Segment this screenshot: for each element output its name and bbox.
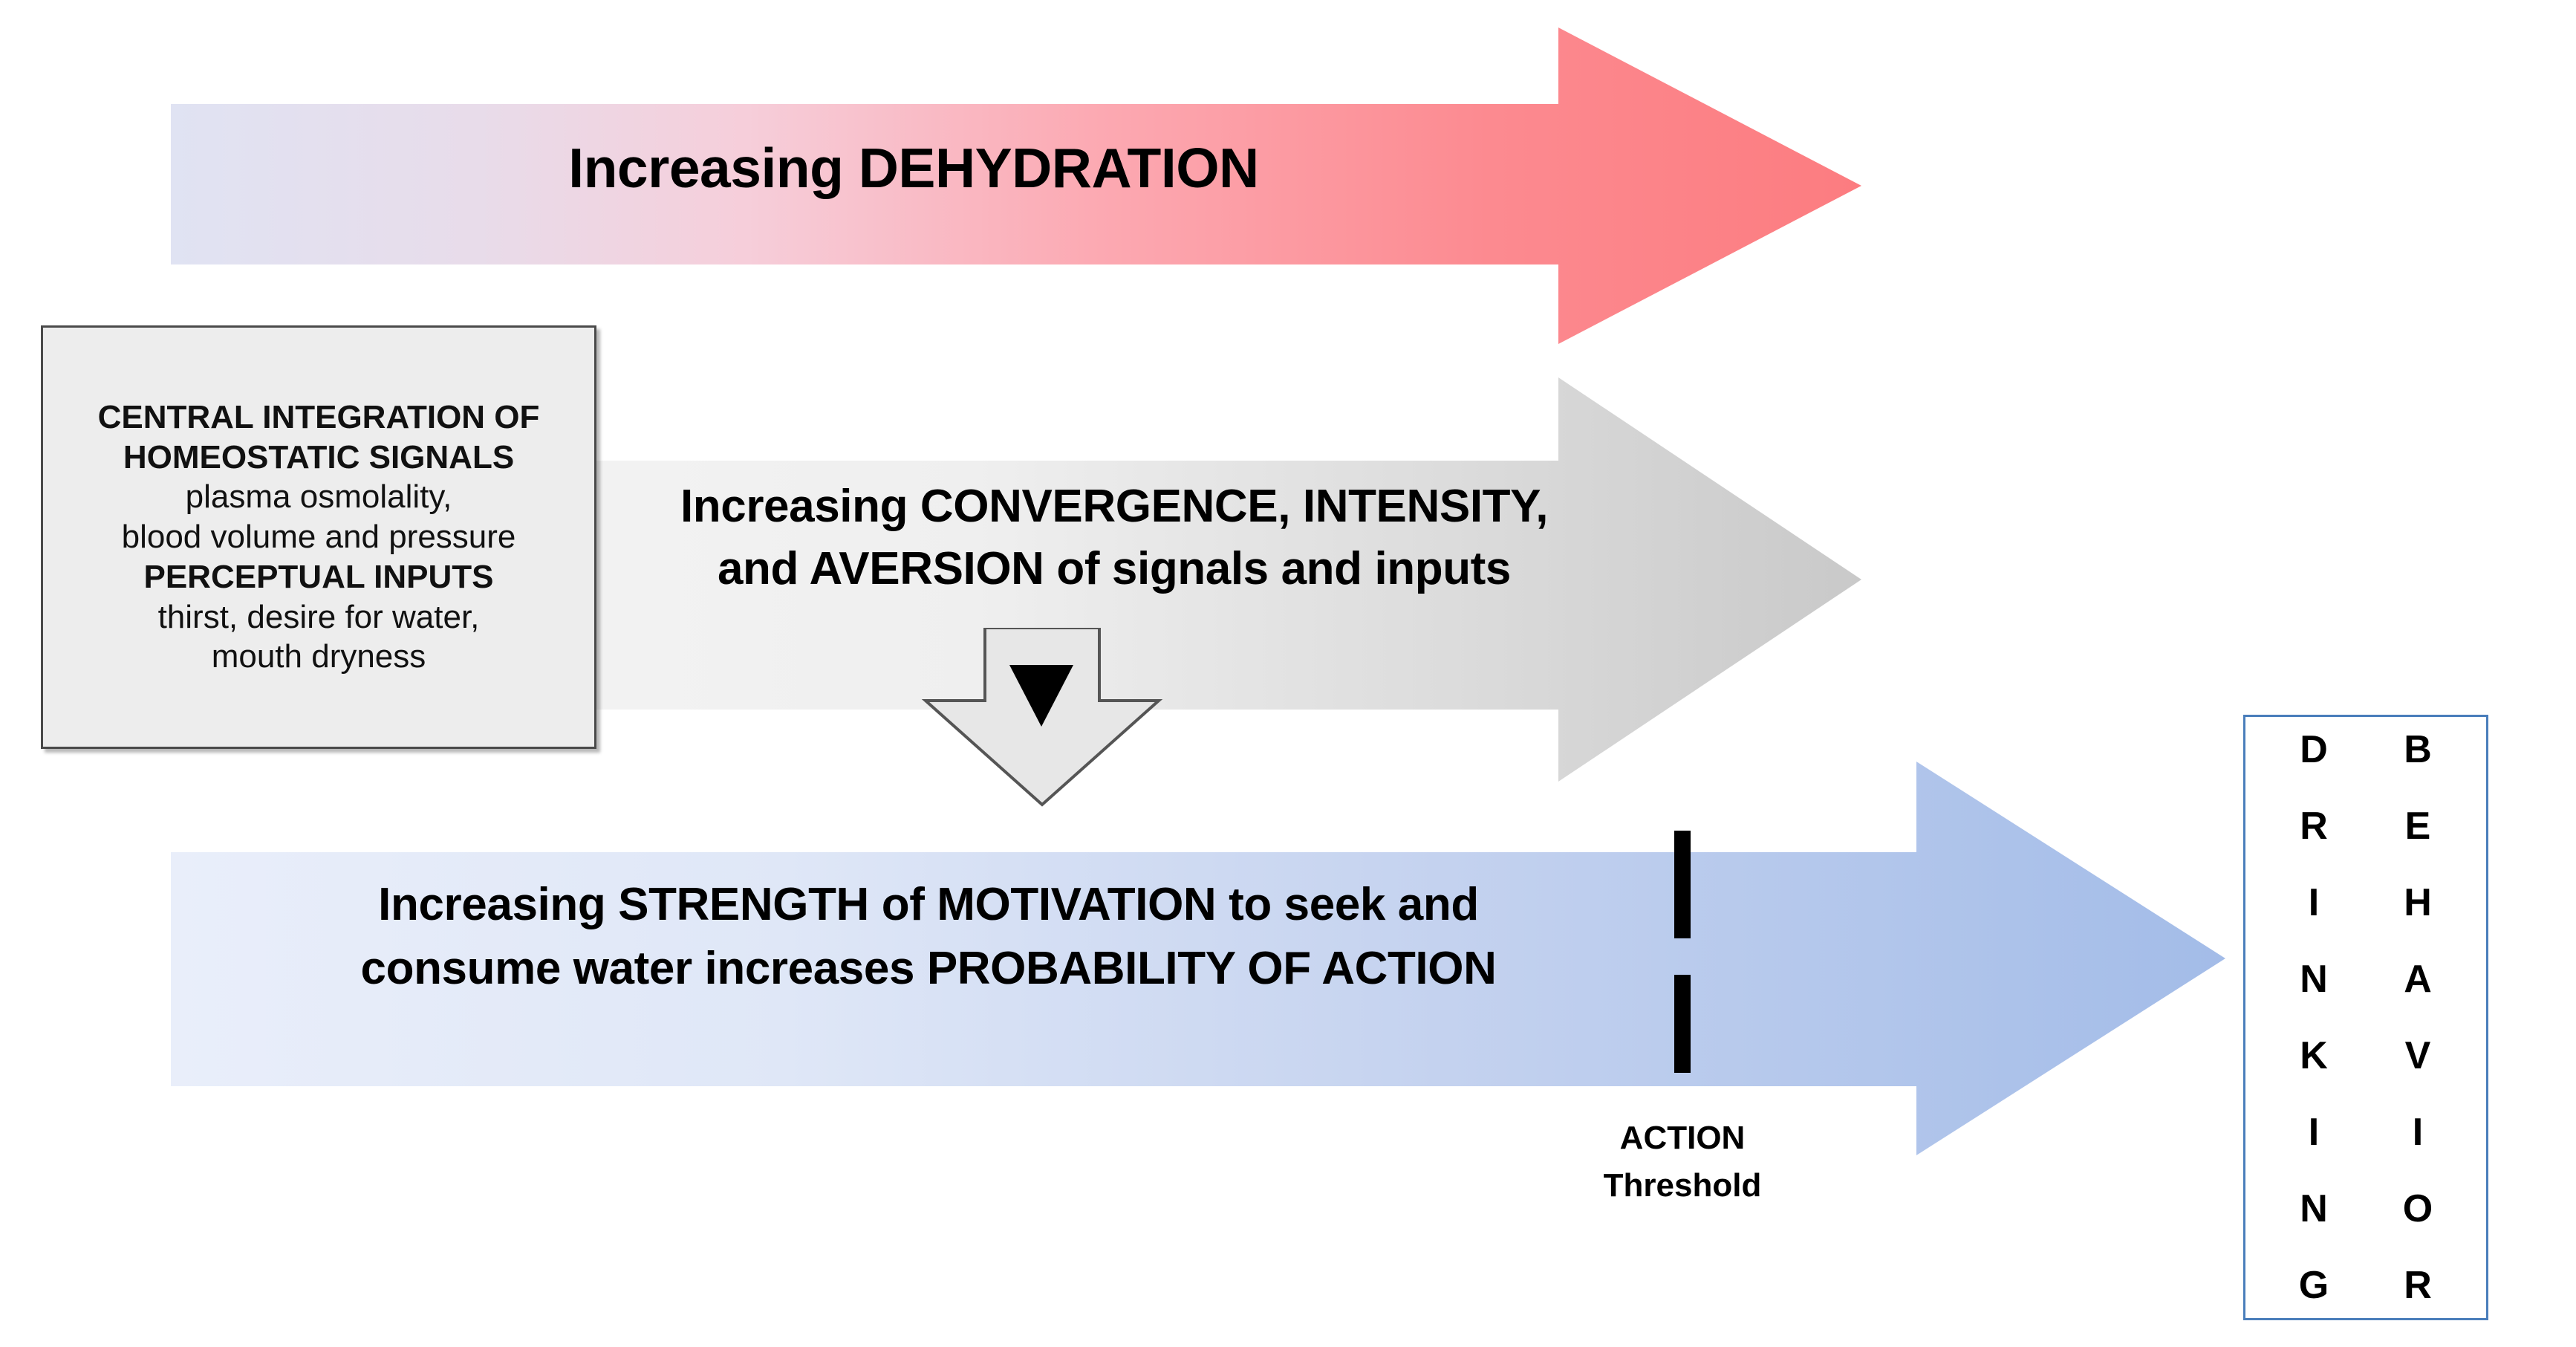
convergence-label-line1: Increasing CONVERGENCE, INTENSITY, bbox=[680, 481, 1549, 532]
homeostatic-line-5: PERCEPTUAL INPUTS bbox=[143, 558, 494, 595]
dehydration-arrow-label: Increasing DEHYDRATION bbox=[568, 137, 1259, 199]
motivation-label-line2: consume water increases PROBABILITY OF A… bbox=[360, 942, 1497, 994]
behavior-word-vertical: B E H A V I O R bbox=[2403, 730, 2433, 1305]
homeostatic-line-4: blood volume and pressure bbox=[121, 519, 516, 556]
action-threshold-tick-lower bbox=[1674, 975, 1691, 1073]
convergence-arrow-label: Increasing CONVERGENCE, INTENSITY, and A… bbox=[631, 475, 1597, 600]
down-arrow-inner-triangle bbox=[1009, 665, 1073, 727]
action-threshold-tick-upper bbox=[1674, 831, 1691, 938]
drinking-letter-3: N bbox=[2300, 958, 2328, 1001]
action-threshold-line1: ACTION bbox=[1619, 1120, 1746, 1156]
behavior-letter-1: E bbox=[2404, 805, 2431, 848]
behavior-letter-5: I bbox=[2412, 1111, 2424, 1154]
drinking-behavior-box: D R I N K I N G B E H A V I O R bbox=[2243, 715, 2488, 1320]
drinking-letter-1: R bbox=[2300, 805, 2328, 848]
action-threshold-line2: Threshold bbox=[1603, 1166, 1762, 1204]
homeostatic-line-7: mouth dryness bbox=[211, 638, 426, 675]
behavior-letter-2: H bbox=[2404, 881, 2432, 924]
drinking-letter-7: G bbox=[2298, 1264, 2329, 1307]
dehydration-arrow-shape bbox=[171, 27, 1861, 344]
behavior-letter-0: B bbox=[2404, 728, 2432, 771]
drinking-word-vertical: D R I N K I N G bbox=[2299, 730, 2329, 1305]
convergence-arrow-shape bbox=[386, 377, 1861, 782]
homeostatic-line-3: plasma osmolality, bbox=[185, 478, 452, 516]
homeostatic-signals-box: CENTRAL INTEGRATION OF HOMEOSTATIC SIGNA… bbox=[41, 325, 596, 749]
convergence-label-line2: and AVERSION of signals and inputs bbox=[717, 542, 1512, 594]
behavior-letter-3: A bbox=[2404, 958, 2432, 1001]
drinking-letter-6: N bbox=[2300, 1187, 2328, 1230]
drinking-letter-2: I bbox=[2308, 881, 2320, 924]
behavior-letter-7: R bbox=[2404, 1264, 2432, 1307]
behavior-letter-6: O bbox=[2402, 1187, 2433, 1230]
drinking-letter-5: I bbox=[2308, 1111, 2320, 1154]
motivation-arrow-shape bbox=[171, 762, 2225, 1155]
motivation-label-line1: Increasing STRENGTH of MOTIVATION to see… bbox=[378, 879, 1479, 930]
dehydration-arrow bbox=[0, 0, 2576, 386]
motivation-arrow bbox=[0, 743, 2576, 1189]
drinking-letter-0: D bbox=[2300, 728, 2328, 771]
convergence-arrow bbox=[0, 357, 2576, 817]
down-arrow bbox=[914, 628, 1181, 866]
homeostatic-line-6: thirst, desire for water, bbox=[157, 598, 480, 635]
homeostatic-line-2: HOMEOSTATIC SIGNALS bbox=[123, 438, 515, 475]
behavior-letter-4: V bbox=[2404, 1034, 2431, 1077]
drinking-letter-4: K bbox=[2300, 1034, 2328, 1077]
homeostatic-line-1: CENTRAL INTEGRATION OF bbox=[97, 399, 540, 436]
action-threshold-label: ACTION Threshold bbox=[1526, 1114, 1838, 1210]
motivation-arrow-label: Increasing STRENGTH of MOTIVATION to see… bbox=[223, 873, 1634, 1000]
